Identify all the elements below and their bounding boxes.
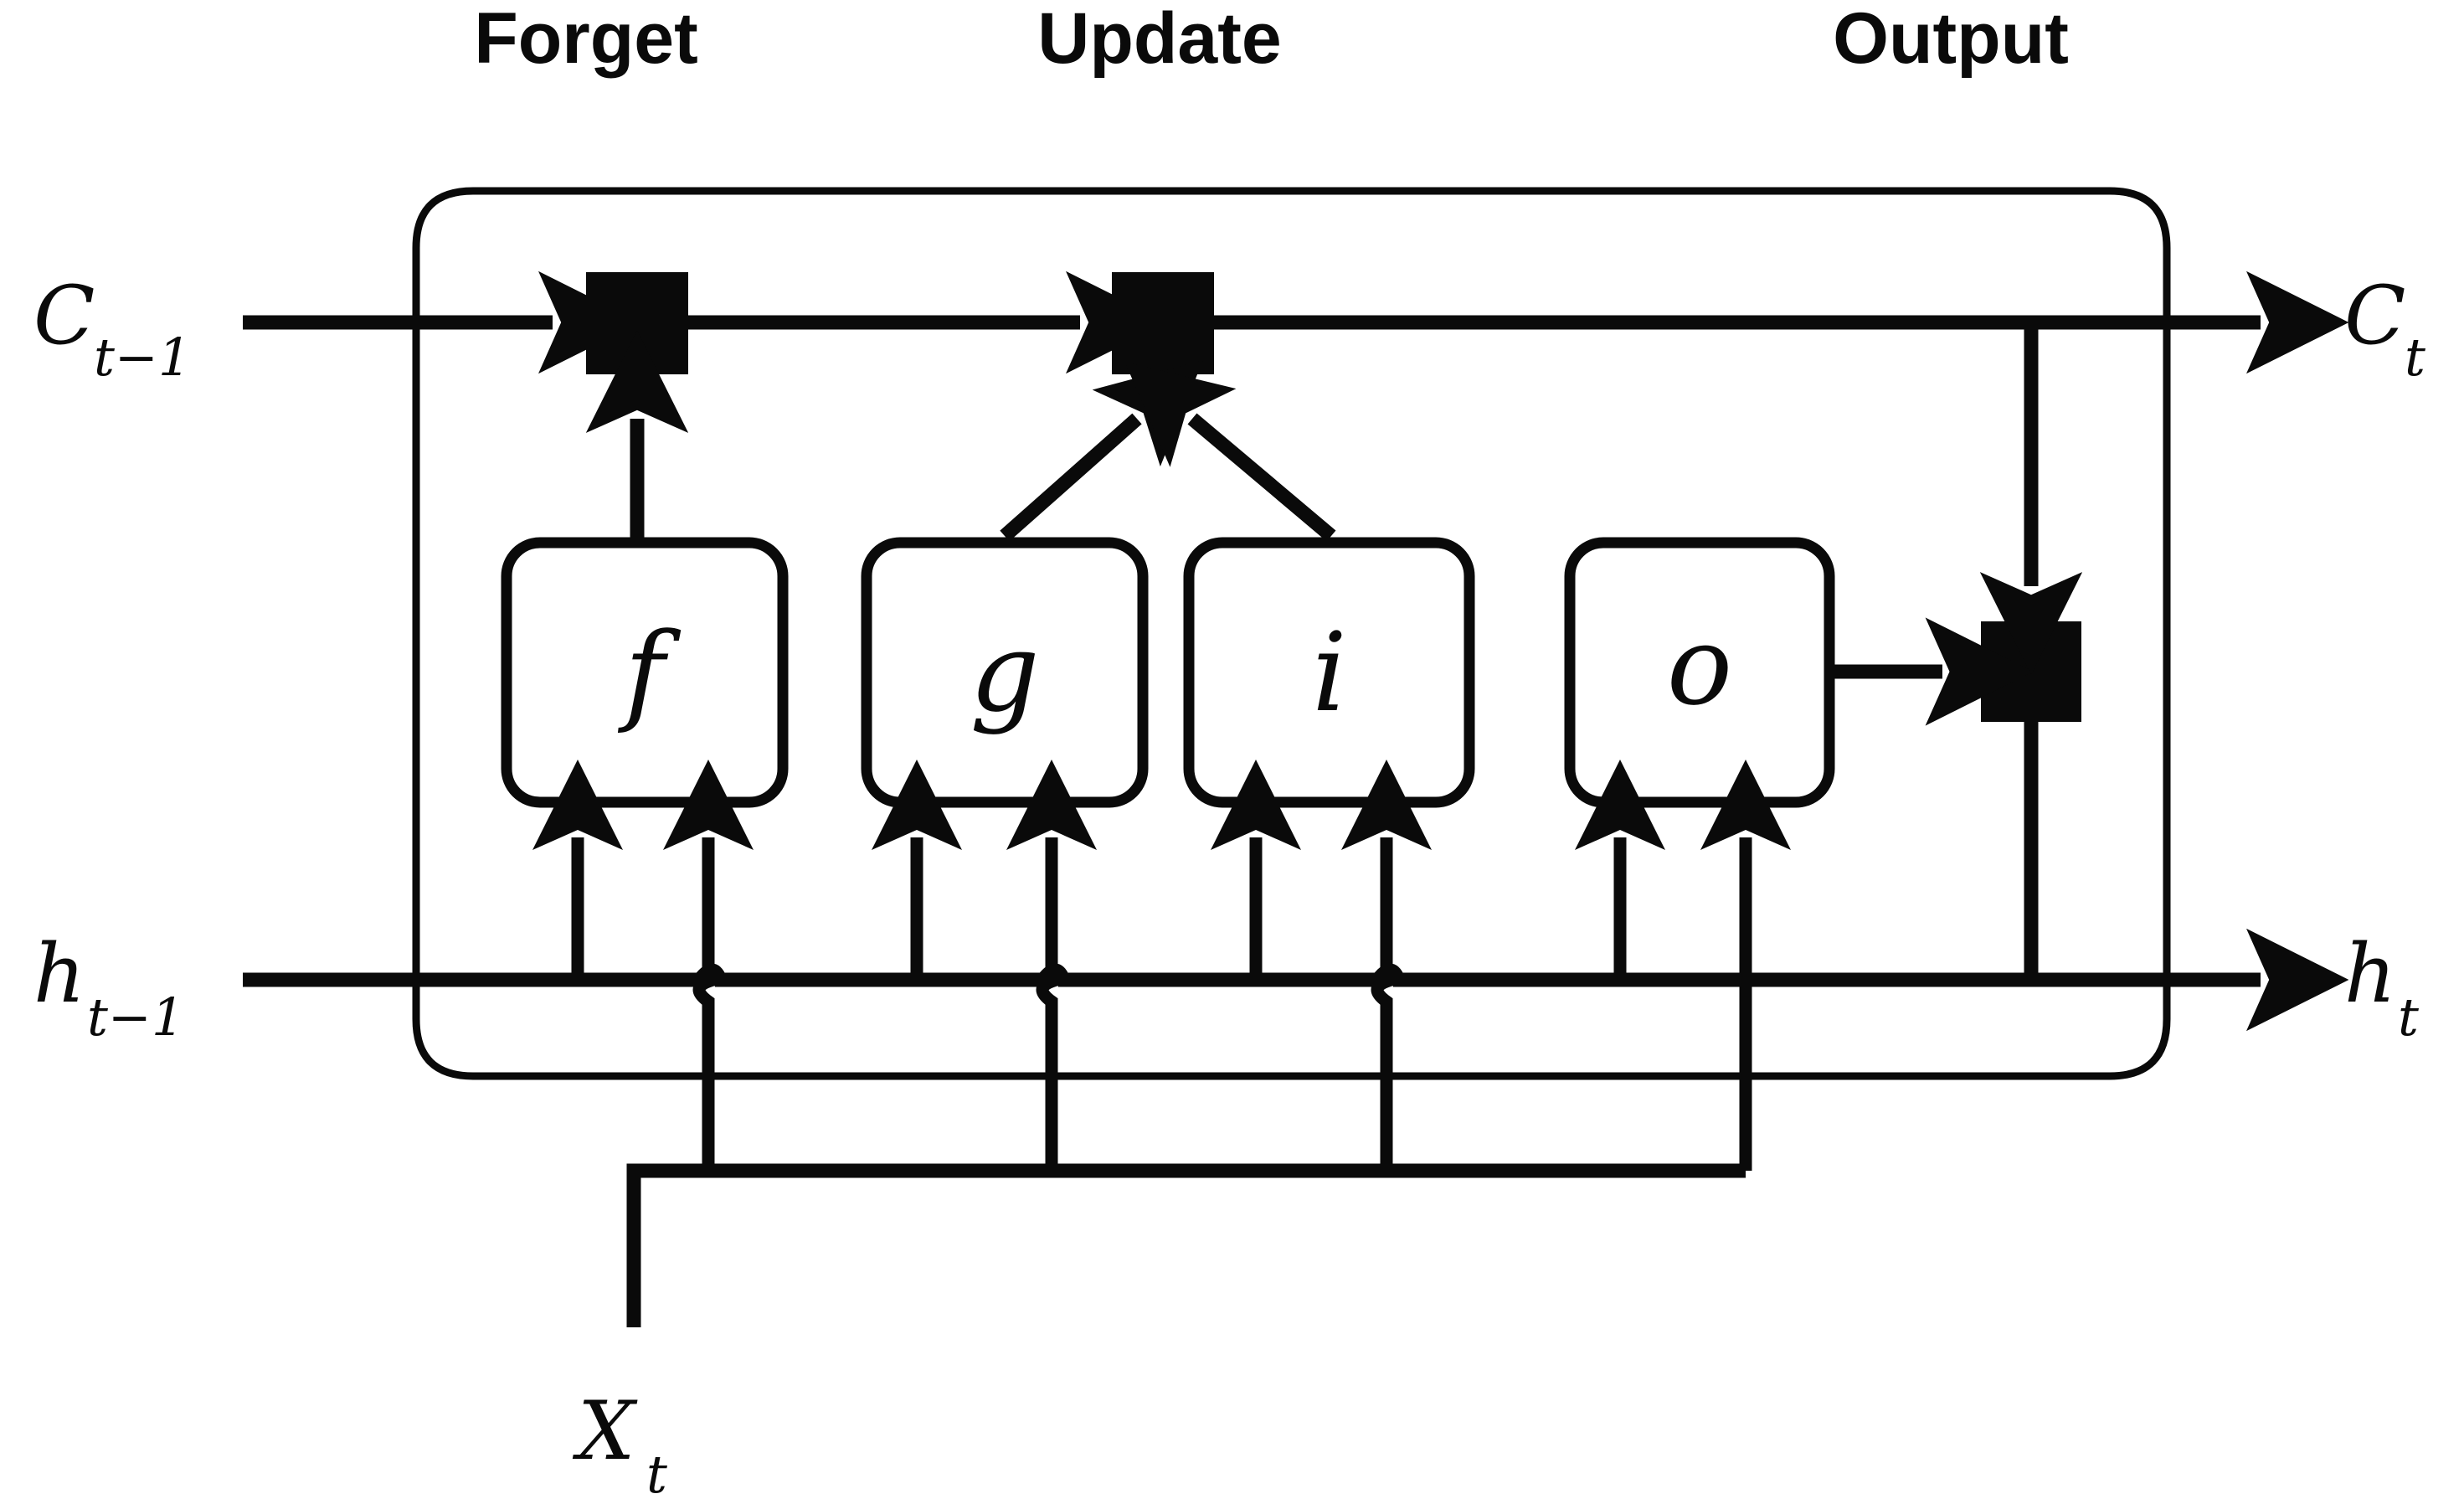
label-input-x: X t [572, 1384, 667, 1499]
gate-box-forget [501, 537, 789, 808]
label-input-x-sub: t [646, 1444, 667, 1499]
phase-label-output: Output [1833, 0, 2069, 79]
update-gate-to-add-wire [1000, 360, 1203, 542]
label-cell-state-in: C t−1 [33, 269, 191, 388]
label-input-x-base: X [572, 1384, 638, 1478]
phase-label-forget: Forget [474, 0, 698, 79]
cell-boundary [412, 187, 2171, 1080]
input-gate-to-add-wire [1124, 362, 1336, 542]
gate-letter-g: g [970, 609, 1039, 736]
forget-multiply-operator [586, 272, 688, 374]
label-cell-state-out: C t [2344, 269, 2425, 388]
label-cell-state-out-sub: t [2405, 327, 2425, 388]
hidden-state-wire [243, 963, 2031, 987]
output-multiply-to-hidden-wire [2024, 722, 2349, 1032]
update-add-operator [1112, 272, 1214, 374]
input-bus-wire [626, 1163, 1746, 1327]
label-cell-state-out-base: C [2344, 269, 2405, 363]
label-cell-state-in-base: C [33, 269, 95, 363]
label-hidden-state-in: h t−1 [33, 927, 184, 1048]
label-hidden-state-in-sub: t−1 [87, 986, 184, 1048]
output-multiply-operator [1981, 621, 2081, 722]
phase-label-update: Update [1037, 0, 1281, 79]
input-feed-forget-wire [663, 760, 754, 1171]
label-hidden-state-out-base: h [2344, 927, 2396, 1021]
label-hidden-state-out-sub: t [2398, 986, 2419, 1048]
gate-box-input [1183, 537, 1475, 808]
gate-letter-i: i [1312, 609, 1347, 736]
gate-box-update [861, 537, 1149, 808]
input-feed-input-wire [1341, 760, 1433, 1171]
gate-letter-o: o [1667, 602, 1732, 729]
label-hidden-state-out: h t [2344, 927, 2419, 1048]
input-feed-update-wire [1006, 760, 1098, 1171]
label-cell-state-in-sub: t−1 [94, 327, 191, 388]
label-hidden-state-in-base: h [33, 927, 85, 1021]
